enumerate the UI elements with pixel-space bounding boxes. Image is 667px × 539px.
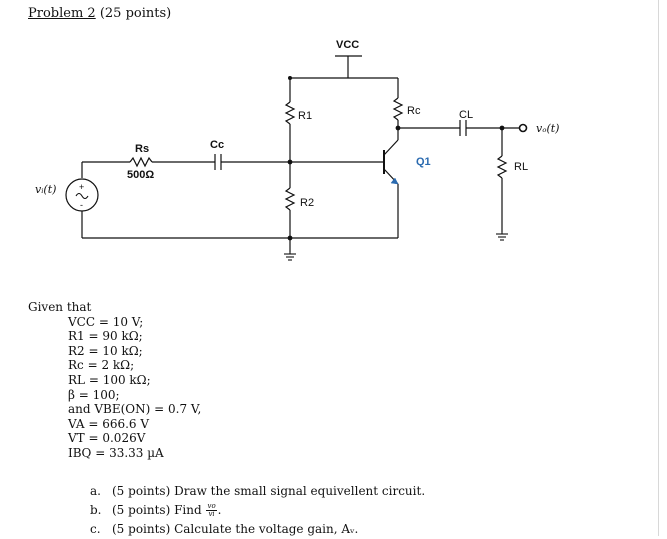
ground-symbol-rl	[496, 232, 508, 241]
given-item: and VBE(ON) = 0.7 V,	[68, 402, 202, 417]
question-a: a. (5 points) Draw the small signal equiv…	[90, 482, 425, 501]
fraction-denominator: vi	[208, 510, 215, 518]
output-terminal	[518, 123, 528, 133]
question-text: (5 points) Find	[112, 503, 202, 517]
question-letter: c.	[90, 522, 101, 536]
problem-points: (25 points)	[99, 6, 172, 21]
rs-value: 500Ω	[127, 169, 154, 181]
cl-label: CL	[459, 109, 473, 121]
given-list: VCC = 10 V; R1 = 90 kΩ; R2 = 10 kΩ; Rc =…	[28, 315, 201, 461]
emitter-arrow	[390, 177, 399, 185]
given-item: VA = 666.6 V	[68, 416, 150, 431]
q1-label: Q1	[416, 156, 431, 168]
given-heading: Given that	[28, 300, 92, 314]
cc-label: Cc	[210, 139, 224, 151]
rl-label: RL	[514, 161, 528, 173]
r2-resistor	[284, 187, 296, 211]
problem-title: Problem 2 (25 points)	[28, 6, 171, 21]
ground-symbol	[284, 252, 296, 261]
given-item: RL = 100 kΩ;	[68, 372, 151, 387]
given-section: Given that VCC = 10 V; R1 = 90 kΩ; R2 = …	[28, 300, 201, 461]
question-letter: a.	[90, 484, 101, 498]
rc-label: Rc	[407, 105, 421, 117]
question-text: (5 points) Draw the small signal equivel…	[112, 484, 426, 498]
page-border	[658, 0, 659, 536]
question-c: c. (5 points) Calculate the voltage gain,…	[90, 520, 425, 539]
vo-label: vₒ(t)	[536, 122, 559, 135]
svg-text:-: -	[80, 200, 83, 210]
question-suffix: .	[217, 503, 222, 517]
problem-number: Problem 2	[28, 6, 96, 21]
junction-dot	[287, 159, 293, 165]
given-item: β = 100;	[68, 387, 120, 402]
fraction-numerator: vo	[206, 502, 217, 511]
given-item: VCC = 10 V;	[68, 314, 144, 329]
questions-list: a. (5 points) Draw the small signal equiv…	[90, 482, 425, 539]
rc-resistor	[392, 97, 404, 121]
vcc-label: VCC	[336, 39, 359, 51]
vi-label: vᵢ(t)	[35, 183, 56, 196]
rs-resistor	[129, 156, 153, 168]
given-item: R1 = 90 kΩ;	[68, 329, 143, 344]
given-item: VT = 0.026V	[68, 431, 146, 446]
given-item: Rc = 2 kΩ;	[68, 358, 135, 373]
question-letter: b.	[90, 503, 102, 517]
rl-resistor	[496, 155, 508, 179]
svg-text:+: +	[79, 182, 84, 192]
bjt-collector	[383, 139, 399, 156]
r2-label: R2	[300, 197, 314, 209]
rs-label: Rs	[135, 143, 149, 155]
circuit-diagram: + - VCC R1 R2 Rc CL Rs 500Ω Cc Q1 RL vᵢ(…	[35, 39, 559, 261]
r1-resistor	[284, 101, 296, 125]
question-text: (5 points) Calculate the voltage gain, A…	[112, 522, 359, 536]
given-item: IBQ = 33.33 µA	[68, 445, 164, 460]
r1-label: R1	[298, 110, 312, 122]
given-item: R2 = 10 kΩ;	[68, 343, 143, 358]
